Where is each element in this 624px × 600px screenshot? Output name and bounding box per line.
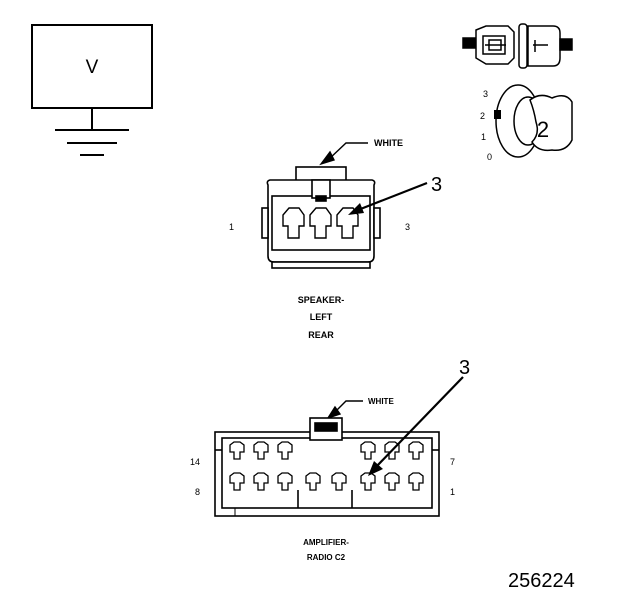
speaker-color-label: WHITE xyxy=(374,138,403,148)
legend-callout: 2 xyxy=(537,117,549,142)
amplifier-color-label: WHITE xyxy=(368,397,394,406)
speaker-callout: 3 xyxy=(431,174,442,196)
amplifier-callout-arrow xyxy=(368,376,464,476)
legend-position-3: 3 xyxy=(483,89,488,99)
speaker-pin-right: 3 xyxy=(405,222,410,232)
speaker-connector: WHITE 3 1 3 SPEAKER- LEFT REAR xyxy=(229,138,442,340)
speaker-name-line-1: SPEAKER- xyxy=(298,295,345,305)
figure-id: 256224 xyxy=(508,570,575,592)
amplifier-name-line-1: AMPLIFIER- xyxy=(303,538,349,547)
amplifier-pin-bottom-left: 8 xyxy=(195,487,200,497)
position-legend: 3 2 1 0 2 xyxy=(480,84,573,162)
amplifier-pin-top-left: 14 xyxy=(190,457,200,467)
legend-position-2: 2 xyxy=(480,111,485,121)
legend-position-1: 1 xyxy=(481,132,486,142)
amplifier-callout: 3 xyxy=(459,357,470,379)
amplifier-pin-top-right: 7 xyxy=(450,457,455,467)
speaker-cavities xyxy=(282,207,359,239)
speaker-name-line-3: REAR xyxy=(308,330,334,340)
amplifier-connector: WHITE xyxy=(190,357,470,562)
ground-icon xyxy=(55,108,129,156)
voltmeter-box xyxy=(31,24,153,109)
speaker-name-line-2: LEFT xyxy=(310,312,333,322)
amplifier-name-line-2: RADIO C2 xyxy=(307,553,346,562)
speaker-callout-arrow xyxy=(348,181,428,215)
amplifier-color-leader xyxy=(326,400,363,420)
speaker-pin-left: 1 xyxy=(229,222,234,232)
inline-connector-icon xyxy=(462,23,573,69)
legend-position-0: 0 xyxy=(487,152,492,162)
amplifier-pin-bottom-right: 1 xyxy=(450,487,455,497)
voltmeter-label: V xyxy=(86,57,99,78)
latch-icon xyxy=(494,84,573,158)
speaker-color-leader xyxy=(319,142,368,166)
voltmeter-symbol: V xyxy=(31,24,153,156)
